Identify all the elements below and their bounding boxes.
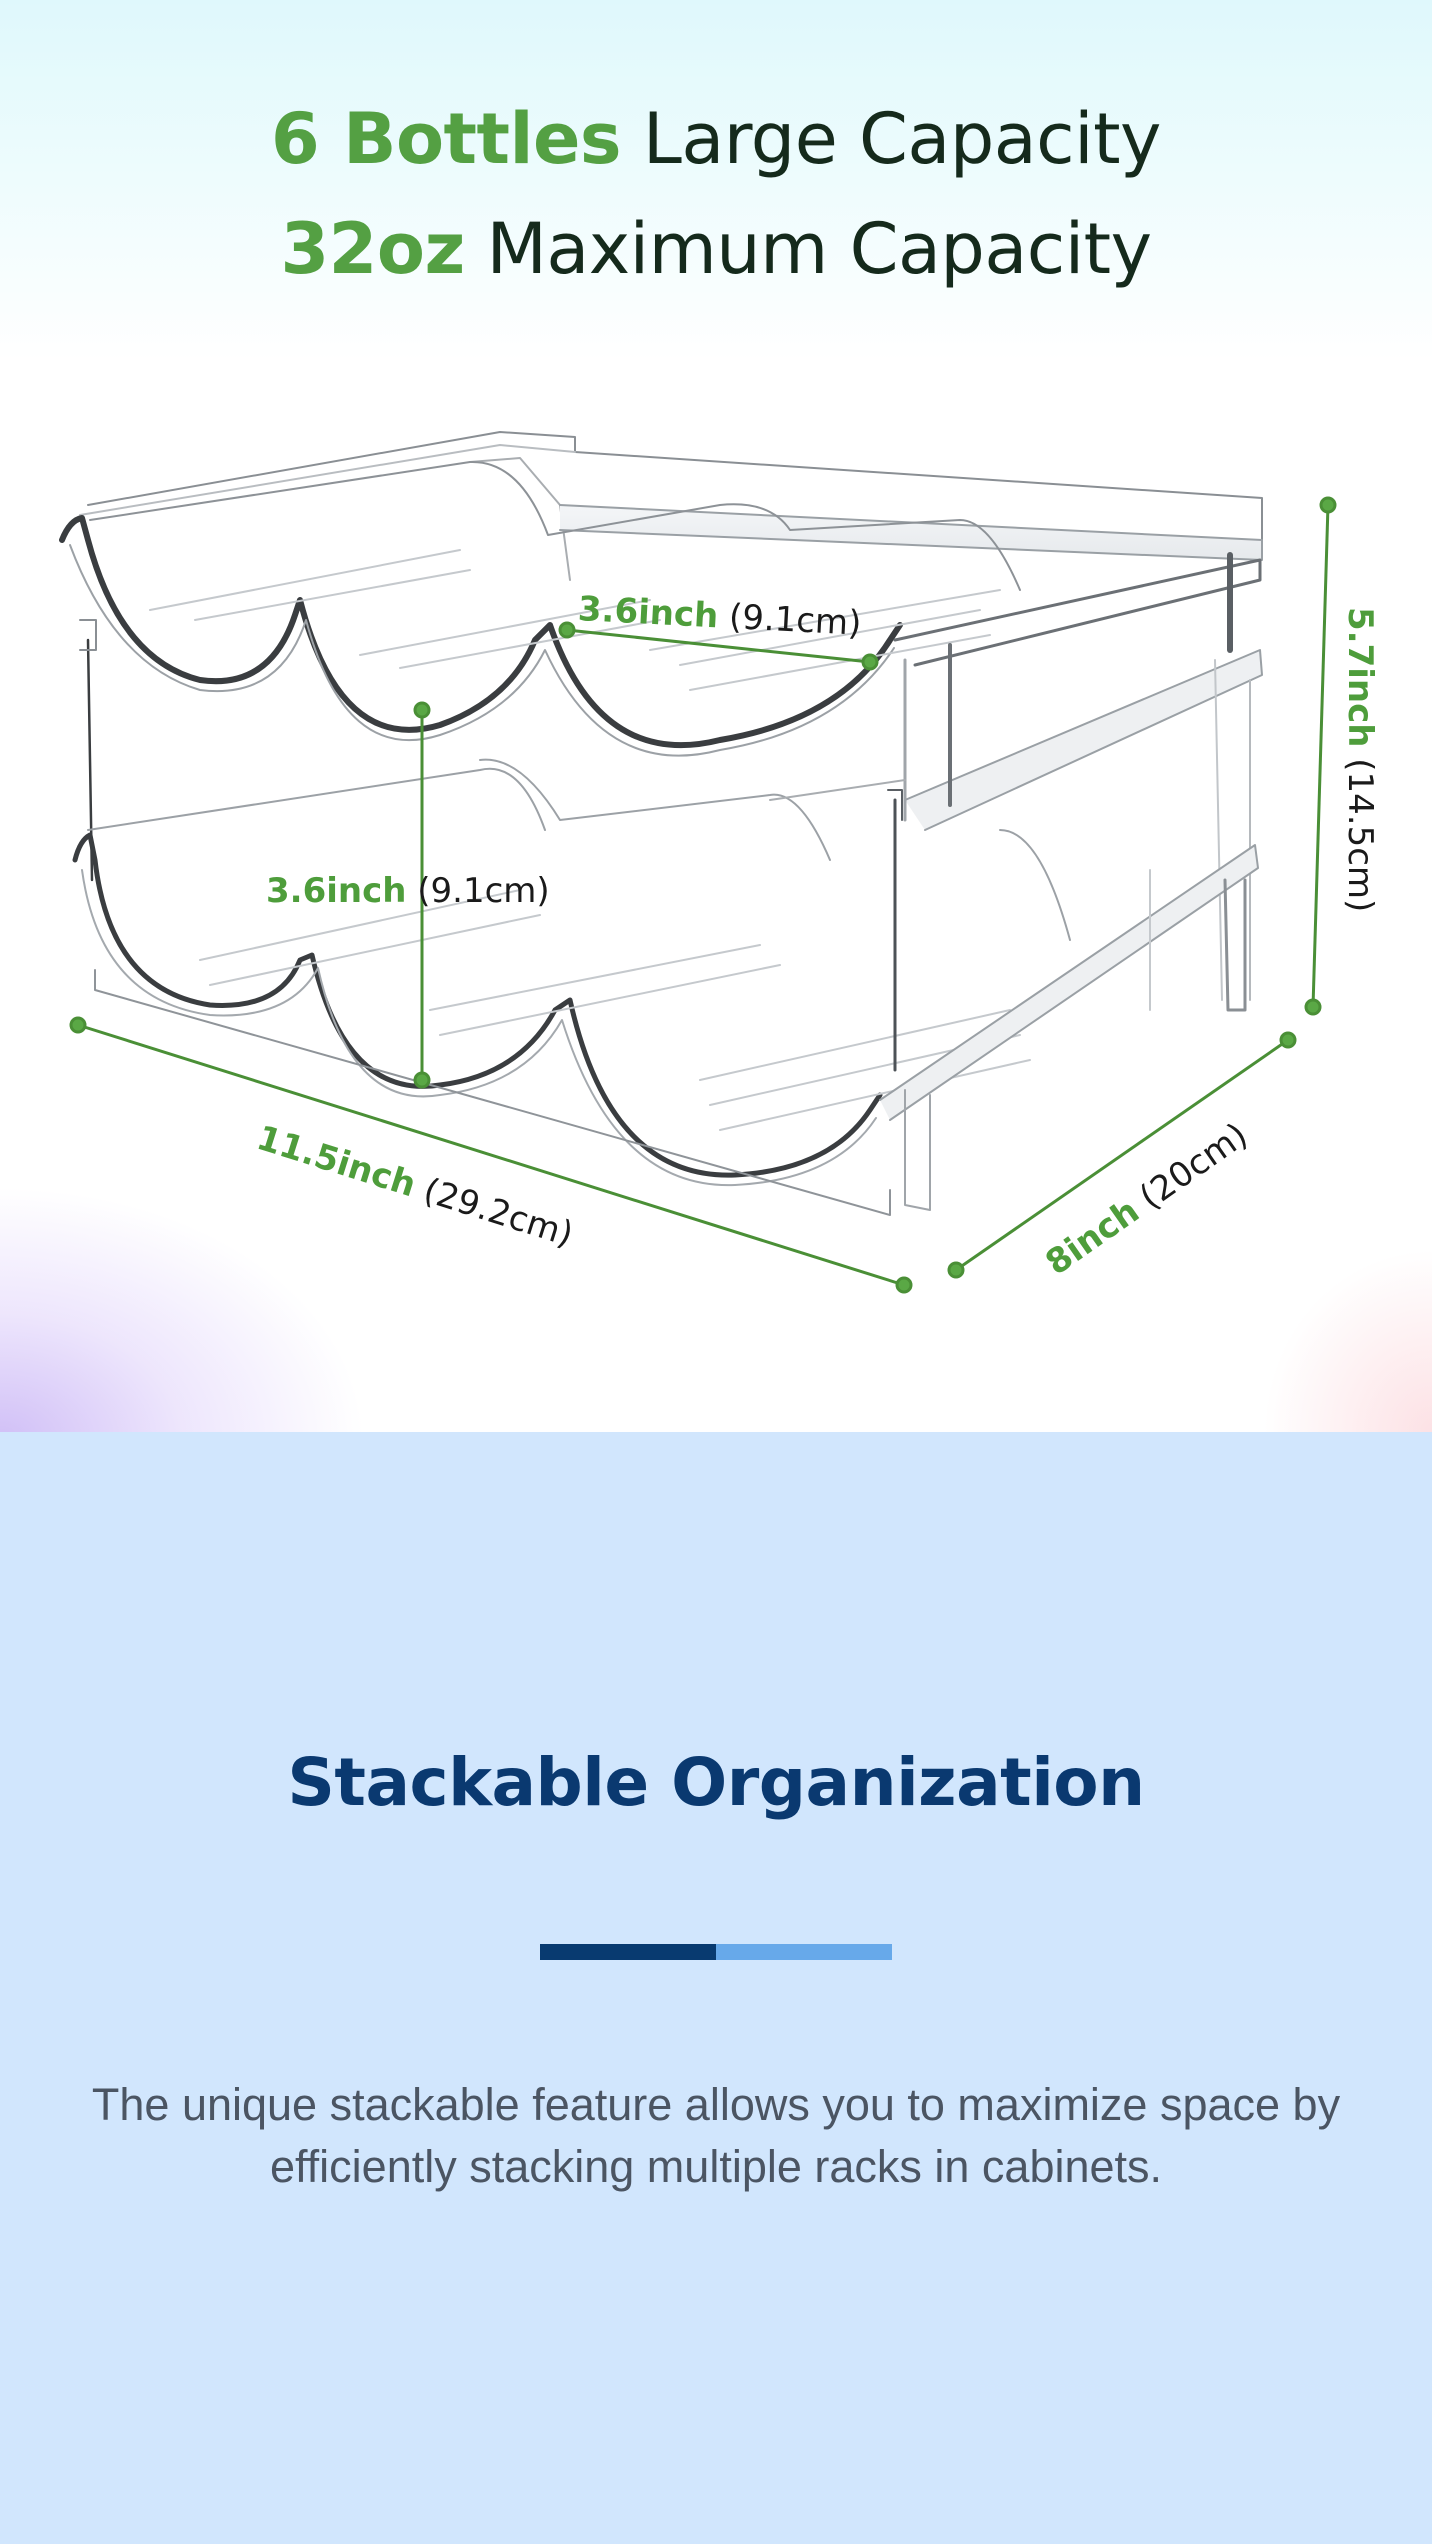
divider-dark-segment	[540, 1944, 716, 1960]
feature-stackable-section: Stackable Organization The unique stacka…	[0, 1432, 1432, 2544]
headline-oz-capacity: 32oz Maximum Capacity	[0, 214, 1432, 284]
dimension-label-tier-height: 3.6inch (9.1cm)	[266, 871, 550, 911]
dimension-label-height: 5.7inch (14.5cm)	[1340, 607, 1380, 913]
product-hero-image: 6 Bottles Large Capacity 32oz Maximum Ca…	[0, 0, 1432, 1432]
feature-description: The unique stackable feature allows you …	[91, 2079, 1341, 2192]
upper-tier	[59, 431, 1263, 1001]
divider-light-segment	[716, 1944, 892, 1960]
headline-accent: 6 Bottles	[271, 98, 622, 180]
headline-bottle-capacity: 6 Bottles Large Capacity	[0, 104, 1432, 174]
lower-tier	[72, 758, 1259, 1216]
headline-text: Maximum Capacity	[464, 208, 1152, 290]
dimension-lines	[69, 496, 1337, 1294]
headline-accent: 32oz	[280, 208, 465, 290]
title-divider	[540, 1944, 892, 1960]
feature-title: Stackable Organization	[287, 1744, 1145, 1821]
wine-rack-illustration-icon	[59, 431, 1337, 1294]
headline-text: Large Capacity	[621, 98, 1162, 180]
